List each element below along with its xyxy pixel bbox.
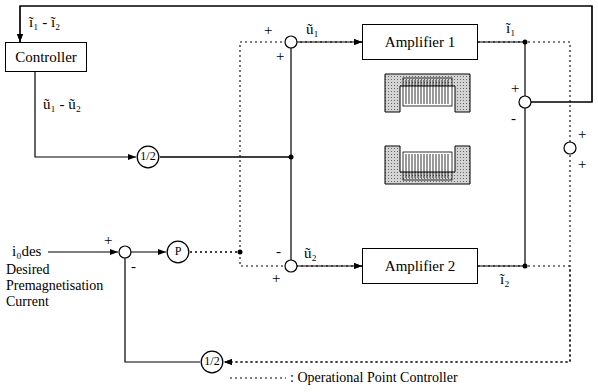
coil-winding bbox=[412, 154, 413, 178]
coil-winding bbox=[436, 80, 437, 104]
coil-winding bbox=[439, 154, 440, 178]
circle-shape bbox=[201, 351, 223, 373]
coil-winding bbox=[424, 80, 425, 104]
signal-label: ĩ₂ bbox=[500, 271, 509, 287]
coil-winding bbox=[430, 154, 431, 178]
node-text: P bbox=[175, 245, 182, 258]
branch-dot bbox=[523, 40, 528, 45]
legend-text: : Operational Point Controller bbox=[290, 370, 458, 386]
branch-dot bbox=[523, 264, 528, 269]
signal-label: ĩ₁ bbox=[506, 20, 515, 36]
branch-dot bbox=[238, 250, 243, 255]
legend-entry: : Operational Point Controller bbox=[230, 370, 458, 386]
signal-wire bbox=[160, 157, 362, 266]
circle-shape bbox=[167, 241, 189, 263]
signal-wire bbox=[35, 72, 136, 157]
sign: - bbox=[131, 258, 136, 274]
sign: + bbox=[272, 270, 280, 286]
coil-winding bbox=[421, 154, 422, 178]
sign: + bbox=[578, 126, 586, 142]
sign: + bbox=[264, 22, 272, 38]
coil-lower bbox=[403, 152, 452, 180]
sign: + bbox=[511, 80, 519, 96]
magnet-core-lower bbox=[385, 146, 470, 184]
coil-winding bbox=[436, 154, 437, 178]
operational-point-wire bbox=[190, 42, 362, 252]
sign: - bbox=[511, 110, 516, 126]
circle-shape bbox=[137, 146, 159, 168]
coil-windings bbox=[406, 80, 448, 178]
coil-winding bbox=[409, 80, 410, 104]
coil-winding bbox=[430, 80, 431, 104]
amplifier-box: Amplifier 2 bbox=[362, 248, 478, 284]
coil-winding bbox=[427, 80, 428, 104]
coil-winding bbox=[433, 80, 434, 104]
gain-circle: 1/2 bbox=[200, 350, 224, 374]
coil-winding bbox=[448, 154, 449, 178]
node-text: Amplifier 1 bbox=[385, 34, 455, 51]
sign: + bbox=[578, 156, 586, 172]
branch-dot bbox=[289, 155, 294, 160]
coil-winding bbox=[448, 80, 449, 104]
legend-sample bbox=[230, 373, 286, 383]
signal-label: i₀des bbox=[12, 243, 41, 259]
coil-winding bbox=[412, 80, 413, 104]
coil-winding bbox=[424, 154, 425, 178]
coil-winding bbox=[445, 154, 446, 178]
legend-line bbox=[230, 377, 286, 378]
magnet-core-upper bbox=[385, 74, 470, 112]
signal-label: ũ₂ bbox=[303, 245, 318, 261]
note: Desired Premagnetisation Current bbox=[6, 262, 124, 310]
node-text: 1/2 bbox=[204, 355, 219, 368]
signal-label: ũ₁ bbox=[305, 21, 320, 37]
sign: - bbox=[276, 243, 281, 259]
coil-winding bbox=[409, 154, 410, 178]
coil-upper bbox=[403, 78, 452, 106]
coil-winding bbox=[406, 80, 407, 104]
coil-winding bbox=[427, 154, 428, 178]
coil-winding bbox=[415, 80, 416, 104]
signal-wire bbox=[20, 6, 592, 266]
sign: + bbox=[104, 232, 112, 248]
node-text: Controller bbox=[15, 49, 77, 66]
coil-winding bbox=[445, 80, 446, 104]
signal-wire bbox=[20, 6, 592, 102]
coil-winding bbox=[439, 80, 440, 104]
operational-point-wire bbox=[224, 42, 570, 362]
summing-junction bbox=[285, 260, 297, 272]
coil-winding bbox=[418, 154, 419, 178]
amplifier-box: Amplifier 1 bbox=[362, 24, 478, 60]
coil-winding bbox=[433, 154, 434, 178]
gain-circle: 1/2 bbox=[136, 145, 160, 169]
sign: + bbox=[276, 48, 284, 64]
signal-wire bbox=[160, 42, 362, 157]
coil-winding bbox=[415, 154, 416, 178]
coil-winding bbox=[421, 80, 422, 104]
summing-junction bbox=[564, 142, 576, 154]
summing-junction bbox=[519, 96, 531, 108]
signal-label: ĩ₁ - ĩ₂ bbox=[28, 14, 61, 30]
node-text: Amplifier 2 bbox=[385, 258, 455, 275]
summing-junction bbox=[119, 246, 131, 258]
coil-winding bbox=[406, 154, 407, 178]
summing-junction bbox=[285, 36, 297, 48]
coil-winding bbox=[418, 80, 419, 104]
controller-box: Controller bbox=[5, 42, 87, 72]
signal-label: ũ₁ - ũ₂ bbox=[42, 96, 82, 112]
node-text: 1/2 bbox=[140, 150, 155, 163]
coil-winding bbox=[442, 154, 443, 178]
signal-wire bbox=[125, 252, 200, 362]
coil-winding bbox=[442, 80, 443, 104]
input-line bbox=[48, 251, 118, 252]
gain-circle: P bbox=[166, 240, 190, 264]
